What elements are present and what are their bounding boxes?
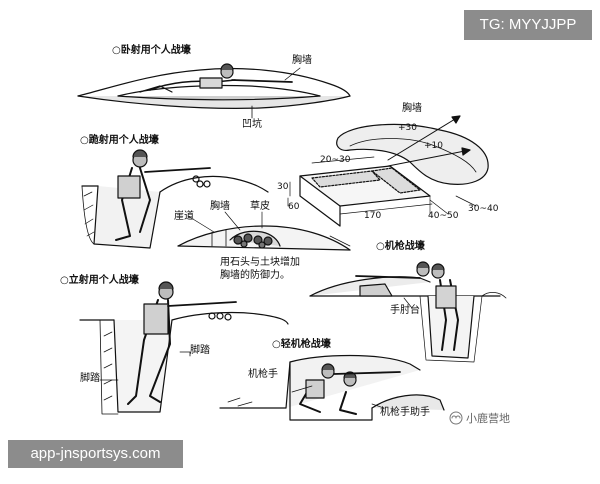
kneeling-trench-drawing [81,149,269,249]
mg-trench-title: ○机枪战壕 [376,241,425,252]
dim-label-170: 170 [364,211,382,221]
dimension-parapet-label: 胸墙 [402,103,422,114]
trench-way-label: 崖道 [174,211,194,222]
watermark-text: 小鹿营地 [466,412,510,425]
turf-label: 草皮 [250,201,270,212]
light-mg-trench-drawing [219,354,445,421]
dim-label-60: 60 [288,202,300,212]
dim-label-30: 30 [277,182,289,192]
tg-contact-badge: TG: MYYJJPP [464,10,592,40]
dim-label-20-30: 20~30 [320,155,351,165]
reinforce-note-line2: 胸墙的防御力。 [220,270,290,281]
prone-pit-label: 凹坑 [242,119,262,130]
step-upper-label: 脚踏 [190,345,210,356]
reinforce-parapet-label: 胸墙 [210,201,230,212]
dim-label-30-40: 30~40 [468,204,499,214]
prone-trench-title: ○卧射用个人战壕 [112,45,191,56]
assistant-gunner-label: 机枪手助手 [380,407,430,418]
reinforce-note-line1: 用石头与土块增加 [220,257,300,268]
prone-parapet-label: 胸墙 [292,55,312,66]
dim-label-plus30: +30 [398,123,417,133]
elbow-rest-label: 手肘台 [390,305,420,316]
step-lower-label: 脚踏 [80,373,100,384]
kneeling-trench-title: ○跪射用个人战壕 [80,135,159,146]
dimension-trench-drawing [287,115,489,227]
light-mg-trench-title: ○轻机枪战壕 [272,339,331,350]
prone-trench-drawing [77,63,351,119]
app-url-badge: app-jnsportsys.com [8,440,183,468]
dim-label-plus10: +10 [424,141,443,151]
standing-trench-title: ○立射用个人战壕 [60,275,139,286]
gunner-label: 机枪手 [248,369,278,380]
reinforce-parapet-drawing [177,211,351,251]
standing-trench-drawing [79,281,289,415]
mg-trench-drawing [309,261,507,363]
watermark-logo-icon [449,411,463,425]
dim-label-40-50: 40~50 [428,211,459,221]
